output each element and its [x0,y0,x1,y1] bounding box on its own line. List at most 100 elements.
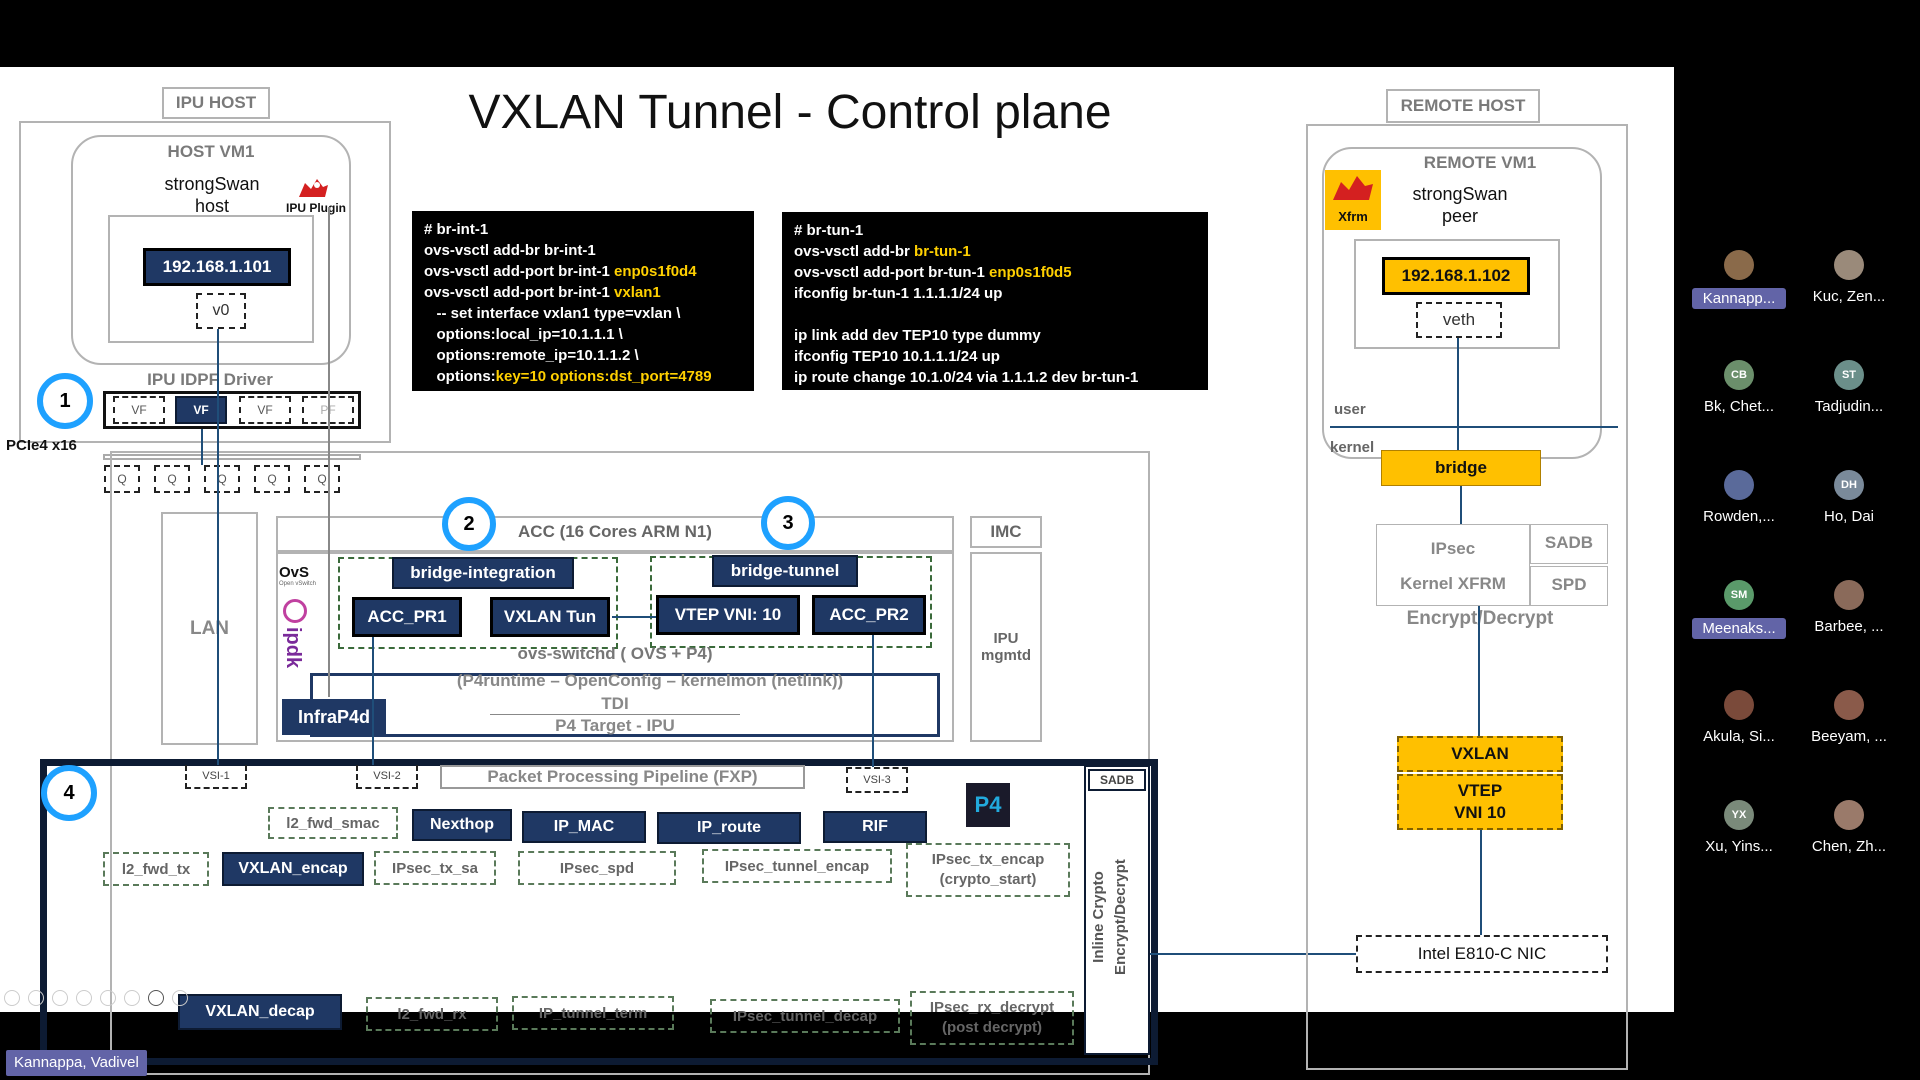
cmd-highlight: br-tun-1 [914,243,971,260]
participant-tile[interactable]: Akula, Si... [1684,690,1794,745]
participant-name: Barbee, ... [1814,618,1884,635]
avatar [1834,690,1864,720]
queue-1: Q [104,465,140,493]
participant-tile[interactable]: Kannapp... [1684,250,1794,309]
link-veth-bridge [1457,338,1459,450]
lan-box: LAN [161,512,258,745]
participant-tile[interactable]: Beeyam, ... [1794,690,1904,745]
cmd-line: ovs-vsctl add-br br-int-1 [424,240,742,261]
participant-name: Bk, Chet... [1703,398,1775,415]
toolbar-next-icon[interactable] [28,990,44,1006]
p4-logo: P4 [966,783,1010,827]
queue-3: Q [204,465,240,493]
cmd-text: # br-tun-1 [794,222,864,239]
cmd-line: ifconfig br-tun-1 1.1.1.1/24 up [794,283,1196,304]
cmd-highlight: enp0s1f0d5 [989,264,1072,281]
participant-tile[interactable]: ST Tadjudin... [1794,360,1904,415]
participant-name: Xu, Yins... [1705,838,1773,855]
avatar: ST [1834,360,1864,390]
cmd-line [794,304,1196,325]
toolbar-camera-icon[interactable] [148,990,164,1006]
imc-label: IMC [970,516,1042,548]
cmd-text: options:local_ip=10.1.1.1 \ [424,326,623,343]
fxp-sadb: SADB [1088,769,1146,791]
participant-tile[interactable]: Barbee, ... [1794,580,1904,635]
vf-3: VF [239,396,291,424]
bridge-tunnel-label: bridge-tunnel [712,555,858,587]
vxlan-tun: VXLAN Tun [490,597,610,637]
table-ipsec-tunnel-decap: IPsec_tunnel_decap [710,999,900,1033]
avatar [1724,470,1754,500]
cmd-text: ifconfig TEP10 10.1.1.1/24 up [794,348,1000,365]
cmd-line: -- set interface vxlan1 type=vxlan \ [424,303,742,324]
vsi-1: VSI-1 [185,765,247,789]
table-ip-route: IP_route [657,812,801,844]
acc-body-box [276,552,954,742]
toolbar-grid-icon[interactable] [76,990,92,1006]
p4target-label: P4 Target - IPU [555,716,675,735]
cmd-text: ovs-vsctl add-port br-int-1 [424,284,615,301]
cmd-line: ifconfig TEP10 10.1.1.1/24 up [794,346,1196,367]
participant-name: Tadjudin... [1814,398,1884,415]
cmd-line: # br-int-1 [424,219,742,240]
strongswan-peer-label: strongSwan peer [1412,184,1508,226]
participant-tile[interactable]: Rowden,... [1684,470,1794,525]
cmd-text: ovs-vsctl add-br [794,243,915,260]
cmd-line: ip route change 10.1.0/24 via 1.1.1.2 de… [794,367,1196,388]
pcie-label: PCIe4 x16 [6,437,77,454]
participant-name: Kuc, Zen... [1812,288,1886,305]
vsi-2: VSI-2 [356,765,418,789]
avatar [1724,690,1754,720]
cmd-highlight: vxlan1 [614,284,661,301]
toolbar-prev-icon[interactable] [4,990,20,1006]
inline-crypto-label: Inline Crypto Encrypt/Decrypt [1090,859,1129,975]
participant-name: Beeyam, ... [1811,728,1887,745]
idpf-driver-label: IPU IDPF Driver [147,370,273,389]
vf-row [103,391,361,429]
table-ipsec-tx-sa: IPsec_tx_sa [374,851,496,885]
ipdk-logo-icon [283,599,307,623]
inline-crypto-box [1084,765,1150,1055]
cmd-text [794,306,798,323]
queue-2: Q [154,465,190,493]
remote-sadb: SADB [1530,524,1608,564]
remote-vm1-label: REMOTE VM1 [1423,153,1537,172]
participant-tile[interactable]: CB Bk, Chet... [1684,360,1794,415]
link-plugin-infrap4d [328,207,330,697]
toolbar-subtitle-icon[interactable] [124,990,140,1006]
avatar [1834,250,1864,280]
vsi-3: VSI-3 [846,767,908,793]
user-kernel-divider [1330,426,1618,428]
cmd-line: # br-tun-1 [794,220,1196,241]
link-accpr2-vsi3 [872,635,874,767]
remote-ip: 192.168.1.102 [1382,257,1530,295]
slide: VXLAN Tunnel - Control plane IPU HOST HO… [0,67,1674,1075]
participant-name: Meenaks... [1692,618,1786,639]
link-vtep-nic [1480,830,1482,935]
cmd-highlight: enp0s1f0d4 [614,263,697,280]
participant-name: Ho, Dai [1823,508,1875,525]
toolbar-more-icon[interactable] [172,990,188,1006]
host-ip: 192.168.1.101 [143,248,291,286]
avatar: CB [1724,360,1754,390]
participant-name: Kannapp... [1692,288,1786,309]
link-v0-vsi1 [217,329,219,765]
table-ip-mac: IP_MAC [522,811,646,843]
bridge-integration-label: bridge-integration [392,557,574,589]
slide-toolbar[interactable] [4,990,194,1006]
cmd-text: -- set interface vxlan1 type=vxlan \ [424,305,681,322]
cmd-line: ovs-vsctl add-br br-tun-1 [794,241,1196,262]
table-vxlan-decap: VXLAN_decap [178,994,342,1030]
user-label: user [1334,401,1366,418]
participant-tile[interactable]: Chen, Zh... [1794,800,1904,855]
participant-tile[interactable]: Kuc, Zen... [1794,250,1904,305]
toolbar-pen-icon[interactable] [52,990,68,1006]
toolbar-zoom-icon[interactable] [100,990,116,1006]
table-ipsec-spd: IPsec_spd [518,851,676,885]
host-vm1-box [71,135,351,365]
table-ip-tunnel-term: IP_tunnel_term [512,996,674,1030]
